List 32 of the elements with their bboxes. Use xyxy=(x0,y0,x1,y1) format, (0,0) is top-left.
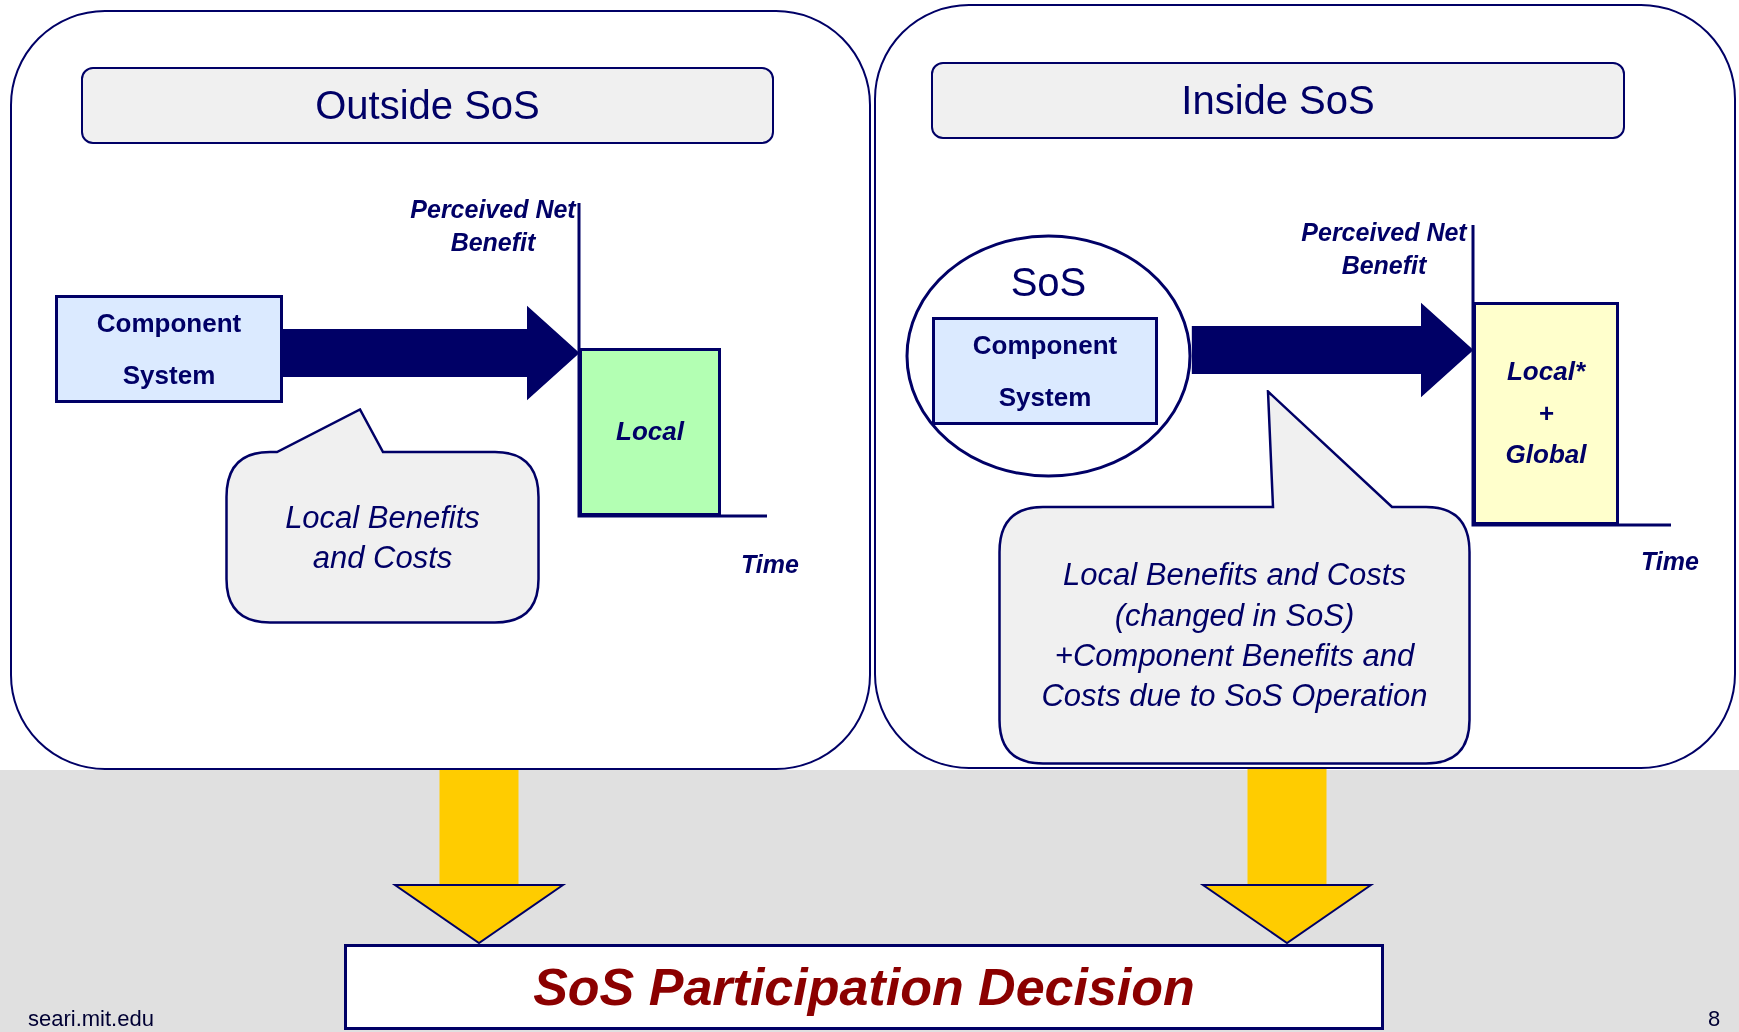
panel-card xyxy=(874,4,1736,769)
arrow xyxy=(283,307,579,399)
bar-label: Local* + Global xyxy=(1504,355,1588,472)
chart-bar xyxy=(1473,302,1619,525)
component-text: Component System xyxy=(971,329,1119,414)
block-arrow xyxy=(1202,769,1372,944)
callout-text: Local Benefits and Costs (changed in SoS) +Component Benefits and Costs due to SoS Operation xyxy=(1040,556,1429,716)
block-arrow xyxy=(394,770,564,944)
header-box xyxy=(81,67,774,144)
speech-bubble xyxy=(225,408,540,624)
axis-title: Perceived Net Benefit xyxy=(409,194,578,258)
axis-title: Time xyxy=(740,549,800,580)
ellipse-title: SoS xyxy=(1009,260,1088,305)
header-box xyxy=(931,62,1625,139)
component-box xyxy=(932,317,1158,425)
axis-title: Time xyxy=(1640,546,1700,577)
arrow xyxy=(1191,304,1473,396)
speech-bubble xyxy=(998,390,1471,765)
page-number: 8 xyxy=(1708,1006,1721,1032)
component-text: Component System xyxy=(95,307,243,392)
system-ellipse xyxy=(905,234,1192,478)
callout-text: Local Benefits and Costs xyxy=(284,498,481,577)
header-text: Inside SoS xyxy=(1181,78,1375,123)
component-box xyxy=(55,295,283,403)
decision-box xyxy=(344,944,1384,1030)
source-url: seari.mit.edu xyxy=(28,1006,154,1032)
decision-text: SoS Participation Decision xyxy=(533,957,1195,1017)
header-text: Outside SoS xyxy=(315,83,540,128)
chart-bar xyxy=(579,348,721,516)
panel-card xyxy=(10,10,871,770)
axis-title: Perceived Net Benefit xyxy=(1300,217,1469,281)
bar-label: Local xyxy=(615,415,686,449)
